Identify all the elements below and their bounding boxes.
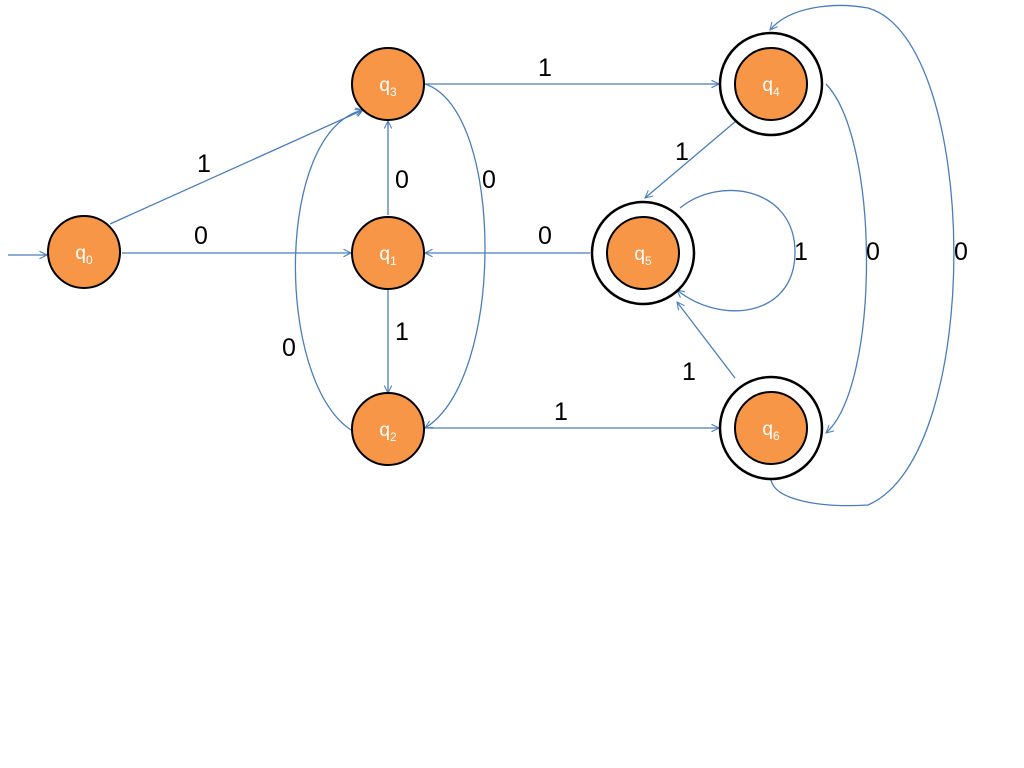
state-q4-label: q bbox=[762, 75, 773, 96]
edge-label-q6-q5: 1 bbox=[682, 358, 696, 386]
state-q6: q6 bbox=[718, 375, 824, 481]
svg-text:q1: q1 bbox=[379, 244, 397, 268]
edge-label-q0-q1: 0 bbox=[194, 222, 208, 250]
state-q2-subscript: 2 bbox=[390, 430, 397, 444]
state-q6-subscript: 6 bbox=[773, 429, 780, 443]
svg-text:q4: q4 bbox=[762, 75, 780, 99]
state-q5-subscript: 5 bbox=[645, 254, 652, 268]
state-q5: q5 bbox=[590, 200, 696, 306]
edge-label-q2-q3: 0 bbox=[282, 334, 296, 362]
state-q1: q1 bbox=[351, 216, 425, 290]
edge-label-q3-q2: 0 bbox=[482, 166, 496, 194]
state-q0-label: q bbox=[75, 243, 86, 264]
edge-label-q5-q5: 1 bbox=[794, 238, 808, 266]
edge-q3-q2 bbox=[425, 83, 486, 428]
edge-label-q3-q4: 1 bbox=[538, 54, 552, 82]
edge-q5-q5 bbox=[677, 189, 796, 312]
state-q0-subscript: 0 bbox=[86, 253, 93, 267]
state-q0: q0 bbox=[47, 215, 121, 289]
edge-q4-q5 bbox=[645, 120, 737, 198]
state-q3: q3 bbox=[351, 47, 425, 121]
state-q1-subscript: 1 bbox=[390, 254, 397, 268]
state-q4-subscript: 4 bbox=[773, 85, 780, 99]
edge-label-q1-q3: 0 bbox=[395, 166, 409, 194]
state-q1-label: q bbox=[379, 244, 390, 265]
state-q2: q2 bbox=[351, 392, 425, 466]
state-q3-label: q bbox=[379, 75, 390, 96]
svg-text:q2: q2 bbox=[379, 420, 397, 444]
edge-q6-q4 bbox=[770, 4, 955, 507]
edge-label-q5-q1: 0 bbox=[538, 222, 552, 250]
svg-text:q3: q3 bbox=[379, 75, 397, 99]
state-q4: q4 bbox=[718, 31, 824, 137]
edge-label-q1-q2: 1 bbox=[395, 318, 409, 346]
edge-label-q2-q6: 1 bbox=[554, 398, 568, 426]
svg-text:q0: q0 bbox=[75, 243, 93, 267]
edge-label-q4-q6: 0 bbox=[866, 238, 880, 266]
state-q5-label: q bbox=[634, 244, 645, 265]
edge-q0-q3 bbox=[109, 110, 363, 225]
edge-q2-q3 bbox=[294, 110, 363, 431]
svg-text:q5: q5 bbox=[634, 244, 652, 268]
edge-label-q6-q4: 0 bbox=[954, 238, 968, 266]
edge-q6-q5 bbox=[677, 302, 736, 379]
edge-label-q4-q5: 1 bbox=[675, 138, 689, 166]
state-q3-subscript: 3 bbox=[390, 85, 397, 99]
state-q6-label: q bbox=[762, 419, 773, 440]
state-q2-label: q bbox=[379, 420, 390, 441]
svg-text:q6: q6 bbox=[762, 419, 780, 443]
edge-label-q0-q3: 1 bbox=[197, 150, 211, 178]
edge-q4-q6 bbox=[826, 83, 868, 433]
